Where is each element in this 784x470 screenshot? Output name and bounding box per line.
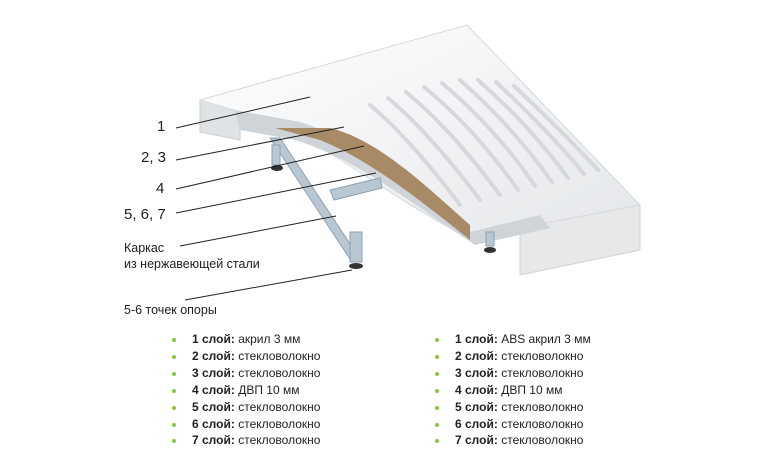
layers-list-right: 1 слой: ABS акрил 3 мм 2 слой: стекловол…: [433, 331, 591, 449]
bullet-icon: [435, 371, 439, 376]
list-item: 4 слой: ДВП 10 мм: [170, 382, 320, 399]
layer-label: 1 слой:: [455, 332, 498, 346]
layer-material: стекловолокно: [501, 416, 584, 431]
layer-label: 7 слой:: [455, 433, 498, 448]
callout-5-6-7: 5, 6, 7: [124, 206, 166, 223]
steel-frame: [269, 137, 495, 263]
list-item: 5 слой: стекловолокно: [433, 399, 591, 416]
layer-material: ДВП 10 мм: [501, 382, 563, 397]
layer-label: 4 слой:: [455, 382, 498, 397]
bullet-icon: [172, 354, 176, 359]
layer-label: 7 слой:: [192, 433, 235, 448]
frame-label-line2: из нержавеющей стали: [124, 257, 260, 271]
bullet-icon: [435, 439, 439, 444]
layer-material: стекловолокно: [238, 433, 321, 448]
bullet-icon: [172, 388, 176, 393]
layer-label: 3 слой:: [455, 365, 498, 380]
bullet-icon: [172, 439, 176, 444]
layer-material: стекловолокно: [238, 348, 321, 363]
list-item: 1 слой: акрил 3 мм: [170, 331, 320, 348]
list-item: 3 слой: стекловолокно: [170, 365, 320, 382]
layer-label: 6 слой:: [455, 416, 498, 431]
list-item: 1 слой: ABS акрил 3 мм: [433, 331, 591, 348]
bullet-icon: [172, 371, 176, 376]
layer-material: ДВП 10 мм: [238, 382, 300, 397]
layer-material: стекловолокно: [238, 399, 321, 414]
bullet-icon: [435, 338, 439, 342]
callout-lines: [175, 96, 377, 301]
layer-material: стекловолокно: [501, 399, 584, 414]
list-item: 7 слой: стекловолокно: [170, 432, 320, 449]
bullet-icon: [435, 422, 439, 427]
bullet-icon: [172, 422, 176, 427]
list-item: 6 слой: стекловолокно: [170, 416, 320, 433]
layer-label: 1 слой:: [192, 332, 235, 346]
layer-material: стекловолокно: [238, 365, 321, 380]
layer-fiberboard: [275, 128, 470, 240]
layer-label: 5 слой:: [455, 399, 498, 414]
layer-label: 3 слой:: [192, 365, 235, 380]
anti-slip-ribs: [368, 78, 600, 207]
layer-label: 6 слой:: [192, 416, 235, 431]
callout-frame: Каркас из нержавеющей стали: [124, 240, 260, 272]
bullet-icon: [435, 405, 439, 410]
layer-material: ABS акрил 3 мм: [501, 332, 591, 346]
list-item: 2 слой: стекловолокно: [170, 348, 320, 365]
bullet-icon: [172, 338, 176, 342]
list-item: 6 слой: стекловолокно: [433, 416, 591, 433]
list-item: 3 слой: стекловолокно: [433, 365, 591, 382]
layer-material: стекловолокно: [501, 348, 584, 363]
bullet-icon: [172, 405, 176, 410]
list-item: 2 слой: стекловолокно: [433, 348, 591, 365]
layer-material: стекловолокно: [238, 416, 321, 431]
list-item: 7 слой: стекловолокно: [433, 432, 591, 449]
frame-label-line1: Каркас: [124, 241, 165, 255]
callout-supports: 5-6 точек опоры: [124, 303, 217, 317]
layer-material: стекловолокно: [501, 433, 584, 448]
callout-2-3: 2, 3: [141, 149, 167, 166]
layers-list-left: 1 слой: акрил 3 мм 2 слой: стекловолокно…: [170, 331, 320, 449]
layer-label: 4 слой:: [192, 382, 235, 397]
bullet-icon: [435, 354, 439, 359]
layer-label: 5 слой:: [192, 399, 235, 414]
bullet-icon: [435, 388, 439, 393]
layer-material: акрил 3 мм: [238, 332, 301, 346]
list-item: 4 слой: ДВП 10 мм: [433, 382, 591, 399]
list-item: 5 слой: стекловолокно: [170, 399, 320, 416]
layer-material: стекловолокно: [501, 365, 584, 380]
callout-1: 1: [157, 118, 166, 135]
layer-label: 2 слой:: [455, 348, 498, 363]
callout-4: 4: [156, 180, 165, 197]
layer-label: 2 слой:: [192, 348, 235, 363]
